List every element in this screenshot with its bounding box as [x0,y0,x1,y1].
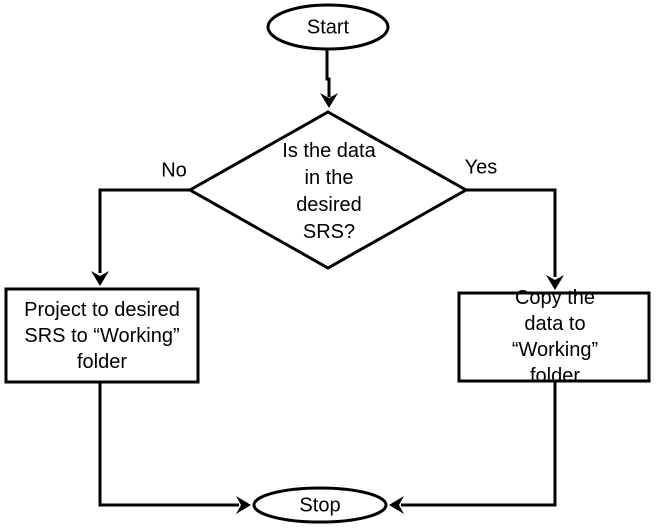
arrowhead-right-into-stop [389,496,404,514]
arrowhead-into-decision [320,93,338,108]
arrow-no-branch [98,188,193,273]
yes-branch-label: Yes [464,156,498,179]
right-process-node-shape [457,291,651,383]
no-branch-label: No [161,159,187,182]
start-node-label: Start [306,16,350,39]
stop-node-label: Stop [299,494,341,517]
left-process-label: Project to desired SRS to “Working” fold… [24,299,180,373]
right-process-label: Copy the data to “Working” folder [511,287,599,387]
stop-node-shape [252,486,388,524]
arrowhead-into-left-process [91,271,109,286]
decision-node-shape [186,110,470,270]
arrow-right-to-stop [401,382,557,507]
arrowhead-into-right-process [546,275,564,290]
start-node-shape [266,3,390,51]
arrowhead-left-into-stop [236,496,251,514]
decision-node-label: Is the data in the desired SRS? [282,140,376,243]
left-process-node-shape [4,287,200,384]
arrow-left-to-stop [98,383,239,507]
arrow-start-to-decision [325,49,331,97]
arrow-yes-branch [463,188,557,277]
